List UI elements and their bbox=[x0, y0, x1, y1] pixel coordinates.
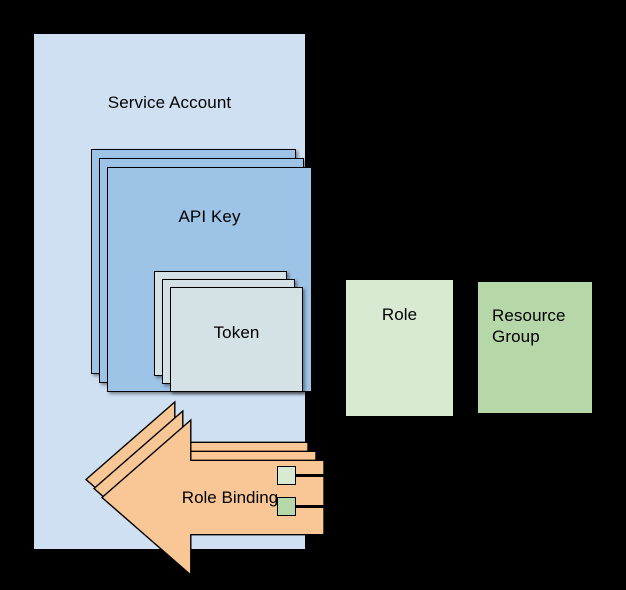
role-binding-label: Role Binding bbox=[181, 487, 279, 507]
connector-role-binding-to-resource-group bbox=[295, 505, 345, 508]
role-box[interactable]: Role bbox=[346, 280, 453, 416]
role-label: Role bbox=[381, 305, 418, 324]
resource-group-label: Resource Group bbox=[492, 306, 566, 346]
connector-role-binding-to-role bbox=[295, 474, 345, 477]
resource-group-port[interactable] bbox=[277, 497, 296, 516]
api-key-card-front[interactable]: API Key Token bbox=[107, 167, 312, 392]
role-binding-arrow-front-outline bbox=[100, 418, 325, 577]
service-account-container[interactable]: Service Account API Key Token bbox=[34, 34, 345, 577]
resource-group-box[interactable]: Resource Group bbox=[478, 282, 592, 413]
api-key-label: API Key bbox=[178, 207, 241, 226]
service-account-label: Service Account bbox=[107, 93, 232, 112]
role-port[interactable] bbox=[277, 466, 296, 485]
token-card-front[interactable]: Token bbox=[170, 287, 303, 392]
token-label: Token bbox=[213, 323, 260, 342]
